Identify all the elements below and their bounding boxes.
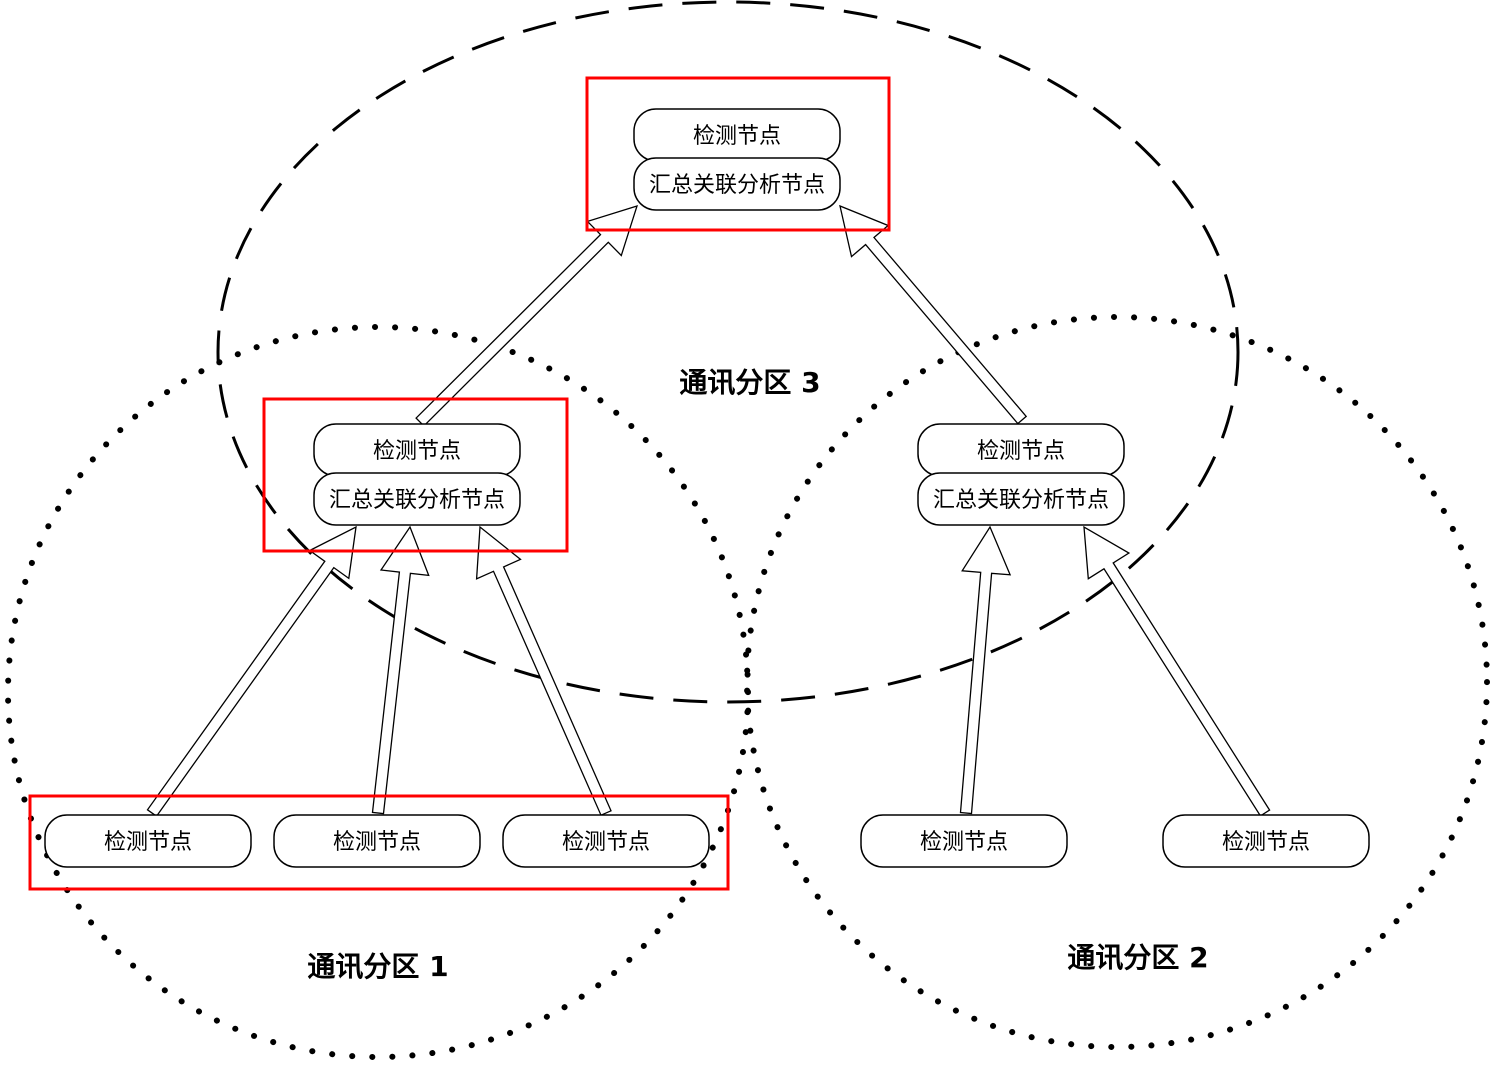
top-aggregate-label: 汇总关联分析节点 <box>649 173 825 198</box>
bottom-node-1-label: 检测节点 <box>333 830 421 855</box>
zone3-label: 通讯分区 3 <box>679 366 820 399</box>
mid-right-detect-label: 检测节点 <box>977 439 1065 464</box>
arrow-b4-to-mid-right <box>1083 525 1271 817</box>
mid-left-node-group: 检测节点 汇总关联分析节点 <box>313 423 521 526</box>
arrow-b1-to-mid-left <box>371 525 430 815</box>
bottom-node-1[interactable]: 检测节点 <box>273 814 481 868</box>
highlight-top <box>585 76 891 232</box>
mid-right-aggregate-node[interactable] <box>917 472 1125 526</box>
bottom-node-0-label: 检测节点 <box>104 830 192 855</box>
mid-left-aggregate-label: 汇总关联分析节点 <box>329 488 505 513</box>
top-node-group: 检测节点 汇总关联分析节点 <box>633 108 841 211</box>
mid-left-detect-label: 检测节点 <box>373 439 461 464</box>
bottom-node-4-box[interactable] <box>1162 814 1370 868</box>
highlight-bottom-left <box>28 794 730 891</box>
bottom-node-4[interactable]: 检测节点 <box>1162 814 1370 868</box>
bottom-node-3-box[interactable] <box>860 814 1068 868</box>
zone1-label: 通讯分区 1 <box>307 950 448 983</box>
zone2-boundary <box>744 314 1490 1050</box>
mid-right-aggregate-label: 汇总关联分析节点 <box>933 488 1109 513</box>
bottom-node-4-label: 检测节点 <box>1222 830 1310 855</box>
top-detect-label: 检测节点 <box>693 124 781 149</box>
bottom-node-3[interactable]: 检测节点 <box>860 814 1068 868</box>
bottom-node-2-box[interactable] <box>502 814 710 868</box>
bottom-node-0[interactable]: 检测节点 <box>44 814 252 868</box>
mid-right-node-group: 检测节点 汇总关联分析节点 <box>917 423 1125 526</box>
highlight-mid-left <box>262 397 569 553</box>
bottom-node-0-box[interactable] <box>44 814 252 868</box>
bottom-node-2-label: 检测节点 <box>562 830 650 855</box>
top-aggregate-node[interactable] <box>633 157 841 211</box>
arrow-mid-left-to-top <box>415 205 638 427</box>
arrow-b3-to-mid-right <box>959 525 1012 815</box>
arrow-mid-right-to-top <box>839 204 1028 425</box>
arrow-b2-to-mid-left <box>475 525 612 817</box>
bottom-node-2[interactable]: 检测节点 <box>502 814 710 868</box>
bottom-node-3-label: 检测节点 <box>920 830 1008 855</box>
connection-arrows <box>146 204 1271 818</box>
bottom-node-1-box[interactable] <box>273 814 481 868</box>
zone3-boundary <box>216 0 1240 704</box>
zone2-label: 通讯分区 2 <box>1067 941 1208 974</box>
mid-left-aggregate-node[interactable] <box>313 472 521 526</box>
arrow-b0-to-mid-left <box>146 525 357 818</box>
